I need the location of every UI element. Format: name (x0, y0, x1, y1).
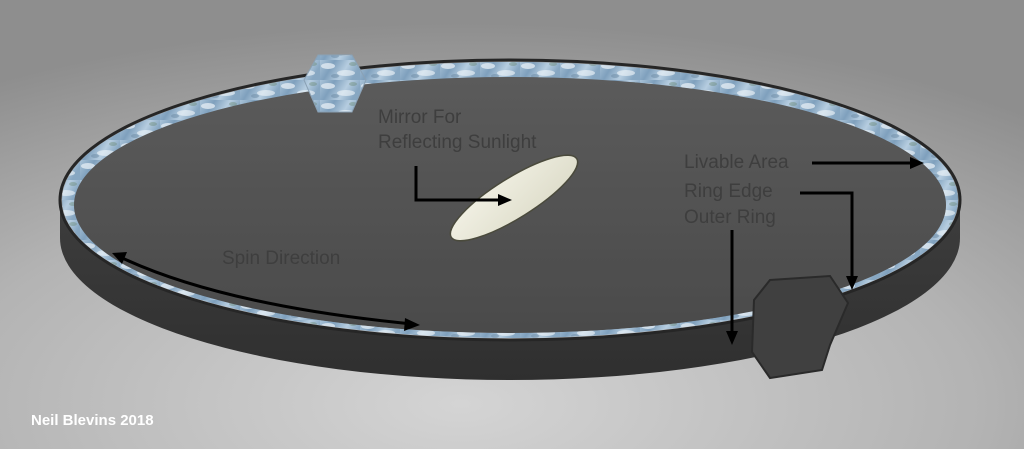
spin-direction-label: Spin Direction (222, 248, 341, 269)
arrows (117, 161, 916, 338)
ring-edge-arrow (800, 191, 854, 280)
mirror-arrow (414, 166, 498, 202)
mirror-label-line1: Mirror For (378, 107, 462, 128)
livable-area-label: Livable Area (684, 152, 789, 173)
outer-ring-label: Outer Ring (684, 207, 776, 228)
back-hub (303, 54, 367, 113)
mirror (449, 154, 579, 242)
front-hub (750, 274, 850, 380)
ring-edge-label: Ring Edge (684, 181, 773, 202)
arrow-heads (112, 157, 924, 345)
spin-direction-arrow (117, 254, 413, 326)
mirror-label-line2: Reflecting Sunlight (378, 132, 537, 153)
credit-text: Neil Blevins 2018 (31, 412, 154, 429)
ring-rim (58, 58, 962, 342)
